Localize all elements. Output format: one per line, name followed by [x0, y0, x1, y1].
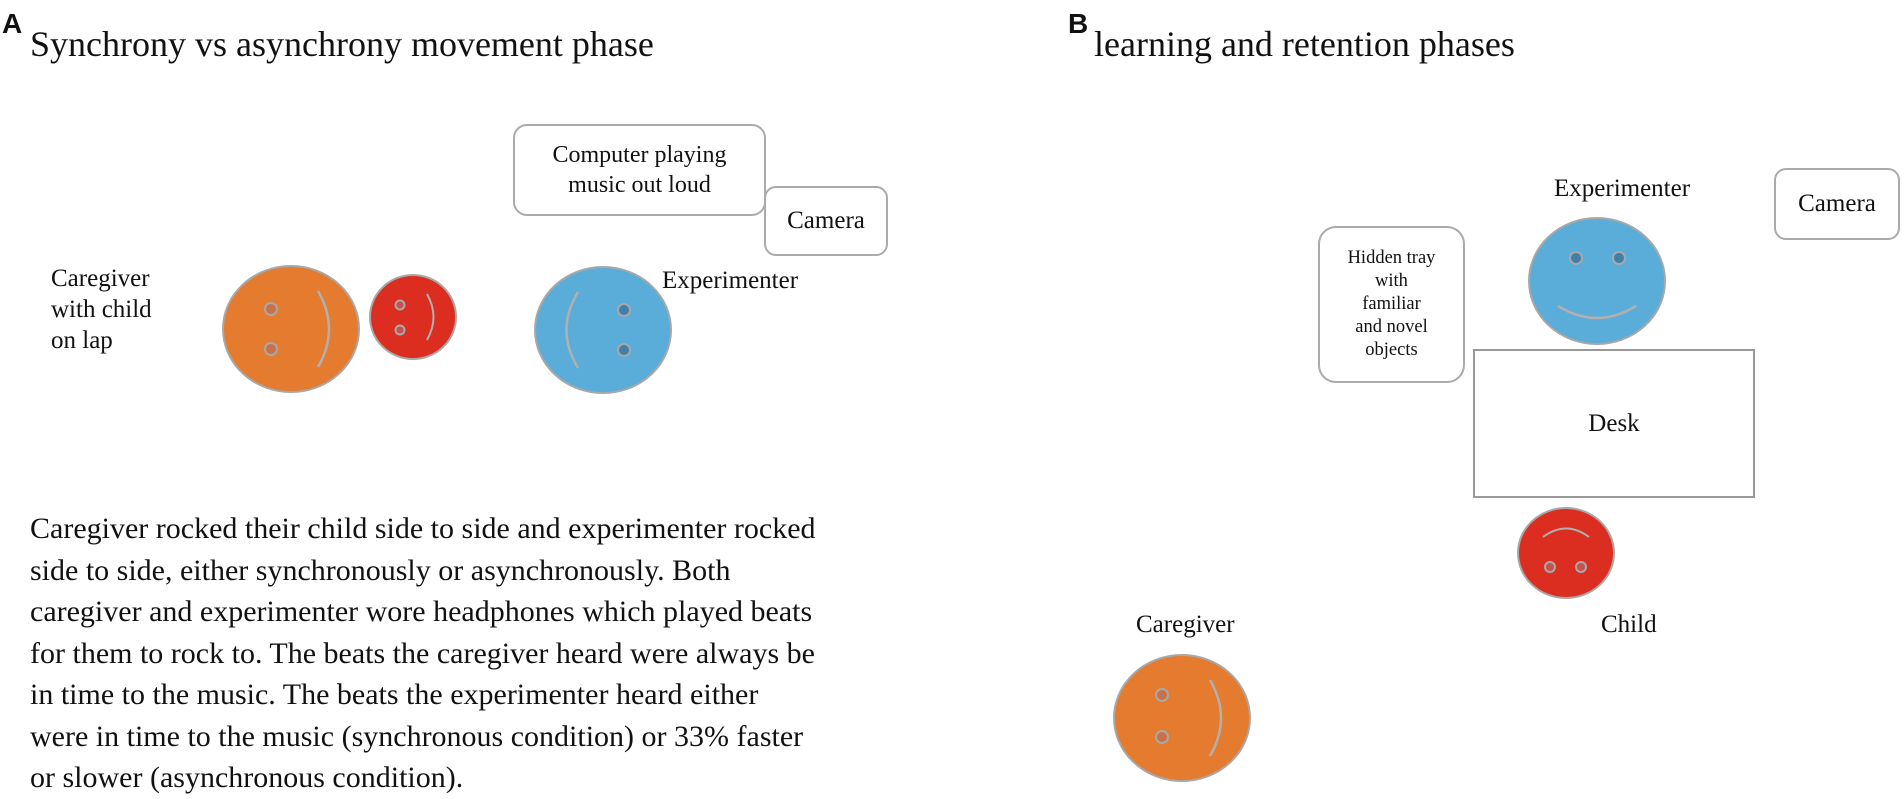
caregiver-label-b: Caregiver: [1136, 611, 1235, 638]
description-line-6: were in time to the music (synchronous c…: [30, 719, 804, 753]
description-line-4: for them to rock to. The beats the careg…: [30, 636, 815, 670]
description-line-5: in time to the music. The beats the expe…: [30, 678, 759, 711]
tray-line-3: familiar: [1362, 293, 1421, 314]
camera-box-b: Camera: [1774, 168, 1900, 240]
computer-box-line-1: Computer playing: [552, 142, 727, 168]
child-face-a: [369, 274, 457, 360]
panel-a-title: Synchrony vs asynchrony movement phase: [30, 24, 654, 64]
caregiver-label-line-2: with child: [51, 295, 152, 323]
tray-line-1: Hidden tray: [1347, 247, 1436, 268]
panel-b-letter: B: [1068, 8, 1089, 39]
computer-box-line-2: music out loud: [568, 172, 711, 198]
experimenter-label-a: Experimenter: [662, 267, 799, 294]
desk-label: Desk: [1588, 409, 1640, 437]
description-line-1: Caregiver rocked their child side to sid…: [30, 512, 816, 545]
camera-box-a-label: Camera: [787, 207, 865, 235]
caregiver-label-line-3: on lap: [51, 326, 113, 354]
camera-box-b-label: Camera: [1798, 190, 1876, 218]
description-line-2: side to side, either synchronously or as…: [30, 553, 731, 587]
caregiver-face-a: [222, 265, 360, 393]
desk: Desk: [1473, 349, 1755, 498]
child-face-b: [1517, 507, 1615, 599]
tray-line-4: and novel: [1355, 317, 1428, 338]
tray-line-5: objects: [1365, 340, 1418, 361]
hidden-tray-box: Hidden tray with familiar and novel obje…: [1318, 226, 1465, 383]
description-line-3: caregiver and experimenter wore headphon…: [30, 595, 813, 628]
panel-a-letter: A: [2, 8, 23, 39]
caregiver-face-b: [1113, 654, 1251, 782]
child-label: Child: [1601, 611, 1657, 638]
caregiver-label-line-1: Caregiver: [51, 265, 150, 292]
experimenter-face-b: [1528, 217, 1666, 345]
description-line-7: or slower (asynchronous condition).: [30, 761, 464, 794]
description-text: Caregiver rocked their child side to sid…: [30, 508, 816, 799]
experimenter-label-b: Experimenter: [1554, 175, 1691, 202]
computer-box: Computer playing music out loud: [513, 124, 766, 216]
tray-line-2: with: [1375, 270, 1408, 291]
camera-box-a: Camera: [764, 186, 888, 256]
caregiver-with-child-label: Caregiver with child on lap: [51, 264, 152, 356]
panel-b-title: learning and retention phases: [1094, 24, 1515, 64]
experimenter-face-a: [534, 266, 672, 394]
